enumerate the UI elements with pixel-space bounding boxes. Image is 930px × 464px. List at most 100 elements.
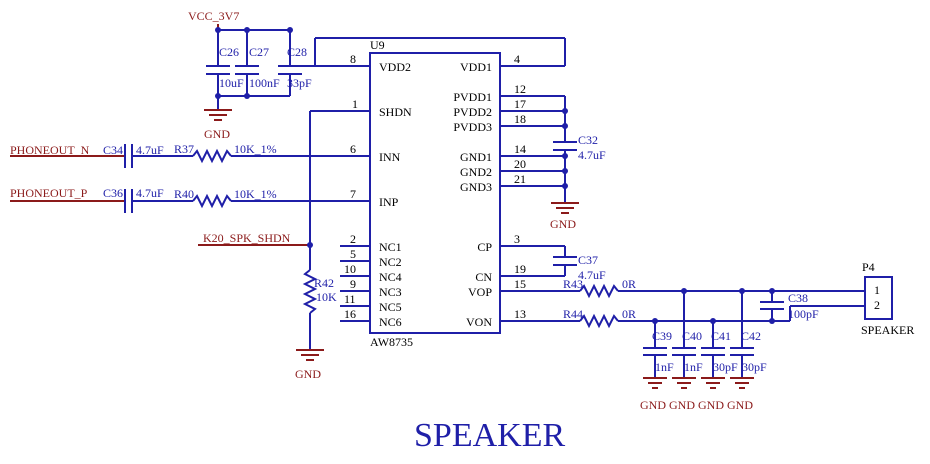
capacitor-c41	[701, 321, 725, 378]
pin-num-nc2: 5	[350, 247, 356, 261]
pin-num-nc6: 16	[344, 307, 356, 321]
c38-value: 100pF	[788, 307, 819, 321]
ic-u9-body	[369, 52, 501, 334]
cp-cn-net	[535, 245, 566, 277]
gnd-label-pgnd: GND	[550, 217, 576, 231]
pin-name-pvdd1: PVDD1	[453, 90, 492, 104]
r42-value: 10K	[316, 290, 337, 304]
capacitor-c38	[760, 291, 784, 321]
ic-right-pins	[500, 65, 565, 322]
c27-ref: C27	[249, 45, 269, 59]
pin-num-shdn: 1	[352, 97, 358, 111]
gnd-label-vdd: GND	[204, 127, 230, 141]
pin-num-gnd2: 20	[514, 157, 526, 171]
c32-value: 4.7uF	[578, 148, 606, 162]
pin-num-cp: 3	[514, 232, 520, 246]
ic-ref: U9	[370, 38, 385, 52]
capacitor-c32	[553, 141, 577, 151]
ground-symbol-c42	[730, 377, 754, 389]
capacitor-c28	[278, 65, 302, 75]
pin-name-gnd1: GND1	[460, 150, 492, 164]
ground-symbol-c39	[643, 377, 667, 389]
pin-name-nc3: NC3	[379, 285, 402, 299]
gnd-label-c41: GND	[698, 398, 724, 412]
connector-ref: P4	[862, 260, 875, 274]
pin-name-vdd2: VDD2	[379, 60, 411, 74]
pin-num-von: 13	[514, 307, 526, 321]
connector-pin-1: 1	[874, 283, 880, 297]
c41-value: 30pF	[713, 360, 738, 374]
pin-num-nc5: 11	[344, 292, 356, 306]
capacitor-c37	[553, 256, 577, 266]
shdn-net-label: K20_SPK_SHDN	[203, 231, 291, 245]
ic-left-pins	[340, 65, 370, 322]
r40-ref: R40	[174, 187, 194, 201]
resistor-r43	[579, 283, 619, 299]
resistor-r44	[579, 313, 619, 329]
c36-ref: C36	[103, 186, 123, 200]
capacitor-c42	[730, 291, 754, 378]
pin-name-vdd1: VDD1	[460, 60, 492, 74]
c28-value: 33pF	[287, 76, 312, 90]
c42-ref: C42	[741, 329, 761, 343]
pin-name-von: VON	[466, 315, 492, 329]
pin-name-pvdd3: PVDD3	[453, 120, 492, 134]
r40-value: 10K_1%	[234, 187, 277, 201]
gnd-label-c42: GND	[727, 398, 753, 412]
page-title: SPEAKER	[414, 417, 565, 454]
r44-value: 0R	[622, 307, 636, 321]
pin-name-gnd2: GND2	[460, 165, 492, 179]
pin-name-gnd3: GND3	[460, 180, 492, 194]
c32-ref: C32	[578, 133, 598, 147]
pin-name-cn: CN	[475, 270, 492, 284]
r37-ref: R37	[174, 142, 194, 156]
ground-symbol-c41	[701, 377, 725, 389]
c26-value: 10uF	[219, 76, 244, 90]
capacitor-c26	[206, 65, 230, 75]
c28-ref: C28	[287, 45, 307, 59]
phoneout-n-label: PHONEOUT_N	[10, 143, 90, 157]
capacitor-c34	[124, 144, 133, 168]
r37-value: 10K_1%	[234, 142, 277, 156]
ic-part-number: AW8735	[370, 335, 413, 349]
connector-p4	[864, 276, 893, 320]
pin-num-inn: 6	[350, 142, 356, 156]
c38-ref: C38	[788, 291, 808, 305]
vdd-supply-net	[215, 24, 566, 110]
c40-ref: C40	[682, 329, 702, 343]
pin-num-inp: 7	[350, 187, 356, 201]
connector-name: SPEAKER	[861, 323, 914, 337]
pin-num-gnd3: 21	[514, 172, 526, 186]
gnd-label-c40: GND	[669, 398, 695, 412]
pin-name-nc4: NC4	[379, 270, 402, 284]
c41-ref: C41	[711, 329, 731, 343]
ground-symbol-r42	[296, 349, 324, 361]
resistor-r42	[302, 269, 318, 314]
vcc-net-label: VCC_3V7	[188, 9, 239, 23]
r42-ref: R42	[314, 276, 334, 290]
ground-symbol-pgnd	[551, 202, 579, 214]
c40-value: 1nF	[684, 360, 703, 374]
pin-num-pvdd3: 18	[514, 112, 526, 126]
pin-name-vop: VOP	[468, 285, 492, 299]
pin-num-cn: 19	[514, 262, 526, 276]
pin-name-nc6: NC6	[379, 315, 402, 329]
r43-ref: R43	[563, 277, 583, 291]
pin-num-vdd2: 8	[350, 52, 356, 66]
shdn-net	[198, 110, 340, 270]
pin-num-nc4: 10	[344, 262, 356, 276]
pin-num-pvdd1: 12	[514, 82, 526, 96]
pin-name-nc2: NC2	[379, 255, 402, 269]
c34-value: 4.7uF	[136, 143, 164, 157]
capacitor-c40	[672, 291, 696, 378]
c37-ref: C37	[578, 253, 598, 267]
pin-name-nc1: NC1	[379, 240, 402, 254]
gnd-label-r42: GND	[295, 367, 321, 381]
connector-pin-2: 2	[874, 298, 880, 312]
gnd-label-c39: GND	[640, 398, 666, 412]
pin-num-vop: 15	[514, 277, 526, 291]
pin-name-inn: INN	[379, 150, 401, 164]
pin-num-nc1: 2	[350, 232, 356, 246]
pin-name-inp: INP	[379, 195, 399, 209]
pin-name-cp: CP	[477, 240, 492, 254]
